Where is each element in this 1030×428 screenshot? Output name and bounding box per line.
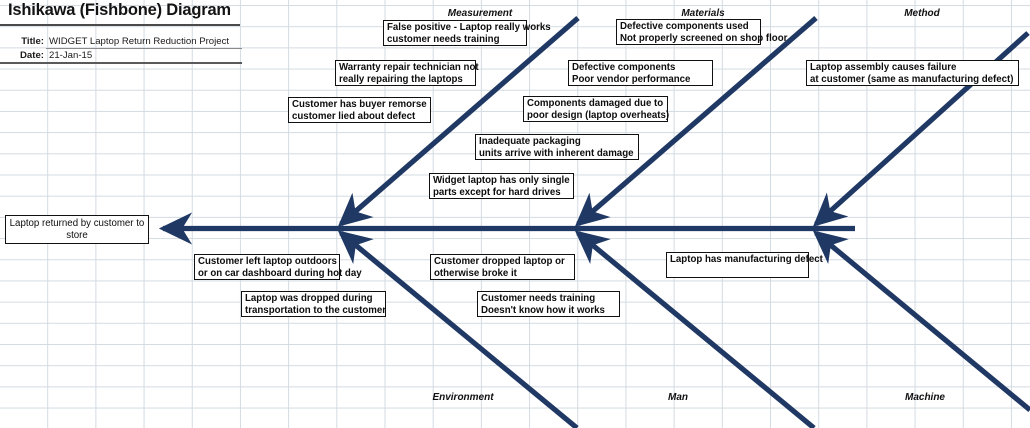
cause-line-2: Doesn't know how it works — [481, 304, 605, 316]
category-label-measurement: Measurement — [447, 8, 513, 19]
cause-box-defective-components-vendor[interactable]: Defective components Poor vendor perform… — [568, 60, 713, 86]
date-field-value[interactable]: 21-Jan-15 — [49, 50, 93, 61]
category-label-method: Method — [904, 8, 940, 19]
effect-line-2: store — [66, 229, 88, 241]
cause-line-2: customer lied about defect — [292, 110, 416, 122]
cause-box-buyer-remorse[interactable]: Customer has buyer remorse customer lied… — [288, 97, 431, 123]
rib-environment — [337, 230, 579, 428]
category-label-machine: Machine — [904, 392, 945, 403]
cause-line-2: Poor vendor performance — [572, 73, 691, 85]
cause-line-1: Laptop has manufacturing defect — [670, 254, 823, 265]
cause-line-2: customer needs training — [387, 33, 500, 45]
cause-line-1: Defective components — [572, 62, 676, 73]
cause-line-2: parts except for hard drives — [433, 186, 561, 198]
cause-line-1: Customer has buyer remorse — [292, 99, 427, 110]
category-label-man: Man — [668, 392, 688, 403]
cause-line-1: Customer left laptop outdoors — [198, 256, 337, 267]
rib-man — [574, 230, 816, 428]
title-underline — [0, 24, 240, 26]
cause-line-2: otherwise broke it — [434, 267, 517, 279]
cause-box-inadequate-packaging[interactable]: Inadequate packaging units arrive with i… — [475, 134, 639, 160]
title-field-row: Title: WIDGET Laptop Return Reduction Pr… — [0, 36, 229, 47]
rib-measurement — [337, 16, 580, 227]
date-field-underline — [0, 62, 242, 64]
cause-line-1: Components damaged due to — [527, 98, 664, 109]
cause-line-2: or on car dashboard during hot day — [198, 267, 362, 279]
category-label-materials: Materials — [681, 8, 725, 19]
cause-line-2: really repairing the laptops — [339, 73, 463, 85]
cause-line-1: Warranty repair technician not — [339, 62, 479, 73]
cause-box-manufacturing-defect[interactable]: Laptop has manufacturing defect — [666, 252, 823, 278]
cause-line-2: at customer (same as manufacturing defec… — [810, 73, 1014, 85]
effect-line-1: Laptop returned by customer to — [9, 217, 145, 229]
cause-box-warranty-repair[interactable]: Warranty repair technician not really re… — [335, 60, 479, 86]
date-field-label: Date: — [20, 50, 44, 61]
cause-box-customer-needs-training[interactable]: Customer needs training Doesn't know how… — [477, 291, 620, 317]
cause-box-defective-components-used[interactable]: Defective components used Not properly s… — [616, 19, 788, 45]
cause-box-components-damaged[interactable]: Components damaged due to poor design (l… — [523, 96, 670, 122]
page-title: Ishikawa (Fishbone) Diagram — [8, 1, 231, 19]
cause-line-1: Widget laptop has only single — [433, 175, 570, 186]
title-field-underline — [46, 48, 242, 49]
cause-line-1: Laptop was dropped during — [245, 293, 373, 304]
cause-box-dropped-transportation[interactable]: Laptop was dropped during transportation… — [241, 291, 386, 317]
cause-line-1: Defective components used — [620, 21, 749, 32]
cause-box-single-parts[interactable]: Widget laptop has only single parts exce… — [429, 173, 574, 199]
category-label-environment: Environment — [432, 392, 494, 403]
cause-line-1: False positive - Laptop really works — [387, 22, 551, 33]
date-field-row: Date: 21-Jan-15 — [0, 50, 92, 61]
cause-box-laptop-assembly-failure[interactable]: Laptop assembly causes failure at custom… — [806, 60, 1019, 86]
cause-box-laptop-outdoors[interactable]: Customer left laptop outdoors or on car … — [194, 254, 362, 280]
title-field-value[interactable]: WIDGET Laptop Return Reduction Project — [49, 36, 230, 47]
rib-materials — [574, 16, 818, 227]
cause-line-2: Not properly screened on shop floor — [620, 32, 788, 44]
cause-line-1: Laptop assembly causes failure — [810, 62, 957, 73]
cause-line-1: Customer needs training — [481, 293, 596, 304]
title-field-label: Title: — [21, 36, 44, 47]
rib-machine — [812, 230, 1030, 413]
cause-line-2: units arrive with inherent damage — [479, 147, 634, 159]
cause-line-2: poor design (laptop overheats) — [527, 109, 670, 121]
effect-box[interactable]: Laptop returned by customer to store — [5, 215, 149, 244]
cause-line-1: Inadequate packaging — [479, 136, 581, 147]
cause-box-customer-dropped[interactable]: Customer dropped laptop or otherwise bro… — [430, 254, 575, 280]
cause-line-1: Customer dropped laptop or — [434, 256, 565, 267]
cause-box-false-positive[interactable]: False positive - Laptop really works cus… — [383, 20, 551, 46]
cause-line-2: transportation to the customer — [245, 304, 387, 316]
